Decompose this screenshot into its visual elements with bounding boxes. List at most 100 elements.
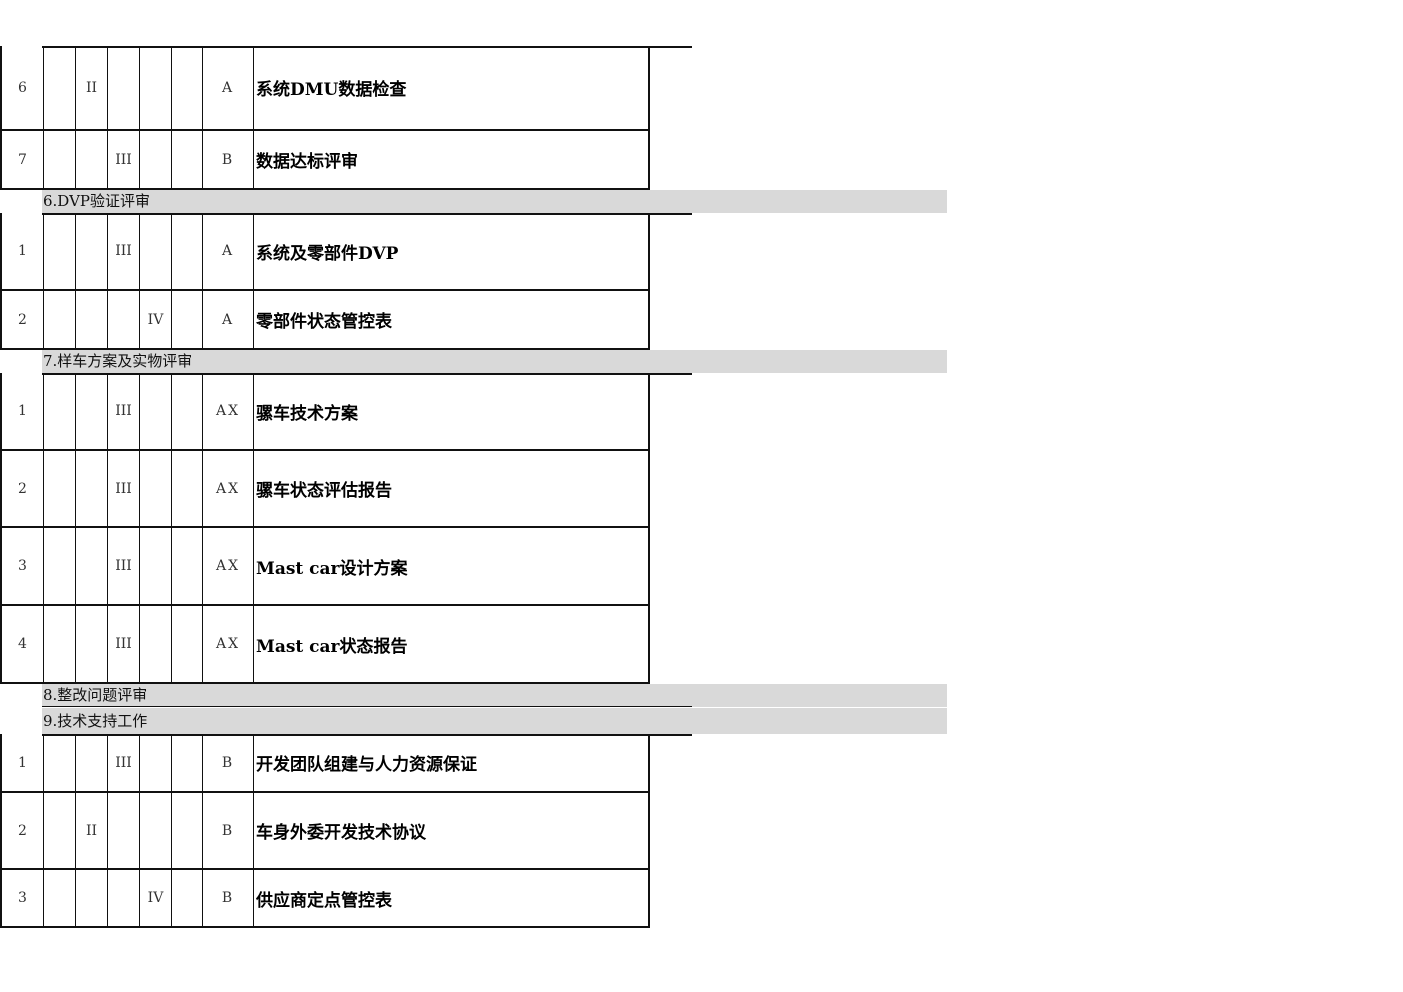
section-header: 8.整改问题评审	[42, 684, 947, 707]
phase-cell-2: II	[76, 46, 108, 129]
phase-cell-1	[44, 451, 76, 526]
phase-cell-4	[140, 734, 172, 791]
table-row[interactable]: 1 III B 开发团队组建与人力资源保证	[0, 734, 650, 793]
table-row[interactable]: 3 III AX Mast car设计方案	[0, 528, 650, 606]
table-row[interactable]: 1 III A 系统及零部件DVP	[0, 213, 650, 291]
phase-cell-1	[44, 373, 76, 449]
phase-cell-4	[140, 528, 172, 604]
phase-cell-2	[76, 528, 108, 604]
table-row[interactable]: 4 III AX Mast car状态报告	[0, 606, 650, 684]
level-cell: B	[203, 870, 254, 926]
item-cell: 骡车状态评估报告	[256, 481, 392, 501]
phase-cell-2	[76, 606, 108, 682]
phase-cell-5	[172, 451, 203, 526]
phase-cell-1	[44, 528, 76, 604]
row-number: 2	[2, 451, 44, 526]
table-row[interactable]: 2 II B 车身外委开发技术协议	[0, 793, 650, 870]
level-cell: B	[203, 793, 254, 868]
section-top-border	[42, 213, 692, 215]
item-cell: 骡车技术方案	[256, 403, 358, 424]
phase-cell-5	[172, 734, 203, 791]
phase-cell-2: II	[76, 793, 108, 868]
table-row[interactable]: 2 IV A 零部件状态管控表	[0, 291, 650, 350]
phase-cell-3: III	[108, 606, 140, 682]
phase-cell-1	[44, 606, 76, 682]
phase-cell-5	[172, 213, 203, 289]
section-top-border	[42, 373, 692, 375]
phase-cell-5	[172, 528, 203, 604]
phase-cell-5	[172, 793, 203, 868]
phase-cell-5	[172, 373, 203, 449]
row-number: 1	[2, 373, 44, 449]
phase-cell-3	[108, 870, 140, 926]
phase-cell-2	[76, 131, 108, 188]
row-number: 2	[2, 793, 44, 868]
phase-cell-1	[44, 46, 76, 129]
table-row[interactable]: 2 III AX 骡车状态评估报告	[0, 451, 650, 528]
phase-cell-3: III	[108, 213, 140, 289]
phase-cell-4: IV	[140, 291, 172, 348]
phase-cell-4	[140, 213, 172, 289]
phase-cell-3: III	[108, 528, 140, 604]
item-cell: 系统DMU数据检查	[256, 80, 407, 100]
phase-cell-3: III	[108, 734, 140, 791]
phase-cell-5	[172, 131, 203, 188]
row-number: 6	[2, 46, 44, 129]
item-cell: 车身外委开发技术协议	[256, 823, 426, 843]
phase-cell-4: IV	[140, 870, 172, 926]
section-header: 7.样车方案及实物评审	[42, 350, 947, 373]
phase-cell-1	[44, 734, 76, 791]
item-cell: Mast car状态报告	[256, 636, 408, 657]
item-cell: 供应商定点管控表	[256, 890, 392, 911]
phase-cell-2	[76, 373, 108, 449]
level-cell: A	[203, 291, 254, 348]
phase-cell-1	[44, 793, 76, 868]
level-cell: A	[203, 46, 254, 129]
phase-cell-2	[76, 213, 108, 289]
phase-cell-2	[76, 451, 108, 526]
table-row[interactable]: 6 II A 系统DMU数据检查	[0, 46, 650, 131]
phase-cell-4	[140, 793, 172, 868]
phase-cell-1	[44, 870, 76, 926]
phase-cell-3: III	[108, 131, 140, 188]
phase-cell-4	[140, 451, 172, 526]
phase-cell-2	[76, 734, 108, 791]
row-number: 3	[2, 870, 44, 926]
phase-cell-2	[76, 291, 108, 348]
phase-cell-1	[44, 131, 76, 188]
row-number: 1	[2, 734, 44, 791]
item-cell: Mast car设计方案	[256, 558, 408, 579]
phase-cell-4	[140, 46, 172, 129]
table-row[interactable]: 3 IV B 供应商定点管控表	[0, 870, 650, 928]
row-number: 2	[2, 291, 44, 348]
phase-cell-5	[172, 291, 203, 348]
table-row[interactable]: 1 III AX 骡车技术方案	[0, 373, 650, 451]
item-cell: 开发团队组建与人力资源保证	[256, 755, 477, 775]
phase-cell-5	[172, 606, 203, 682]
section-divider	[42, 706, 692, 707]
phase-cell-3: III	[108, 451, 140, 526]
section-header: 9.技术支持工作	[42, 708, 947, 734]
level-cell: B	[203, 734, 254, 791]
row-number: 7	[2, 131, 44, 188]
table-top-border	[42, 46, 692, 48]
table-row[interactable]: 7 III B 数据达标评审	[0, 131, 650, 190]
level-cell: AX	[203, 373, 254, 449]
item-cell: 零部件状态管控表	[256, 312, 392, 332]
item-cell: 数据达标评审	[256, 152, 358, 172]
level-cell: A	[203, 213, 254, 289]
phase-cell-5	[172, 870, 203, 926]
level-cell: B	[203, 131, 254, 188]
level-cell: AX	[203, 451, 254, 526]
phase-cell-4	[140, 373, 172, 449]
row-number: 4	[2, 606, 44, 682]
level-cell: AX	[203, 528, 254, 604]
section-header: 6.DVP验证评审	[42, 190, 947, 213]
phase-cell-4	[140, 131, 172, 188]
phase-cell-1	[44, 213, 76, 289]
phase-cell-1	[44, 291, 76, 348]
phase-cell-3	[108, 291, 140, 348]
phase-cell-3	[108, 793, 140, 868]
row-number: 1	[2, 213, 44, 289]
